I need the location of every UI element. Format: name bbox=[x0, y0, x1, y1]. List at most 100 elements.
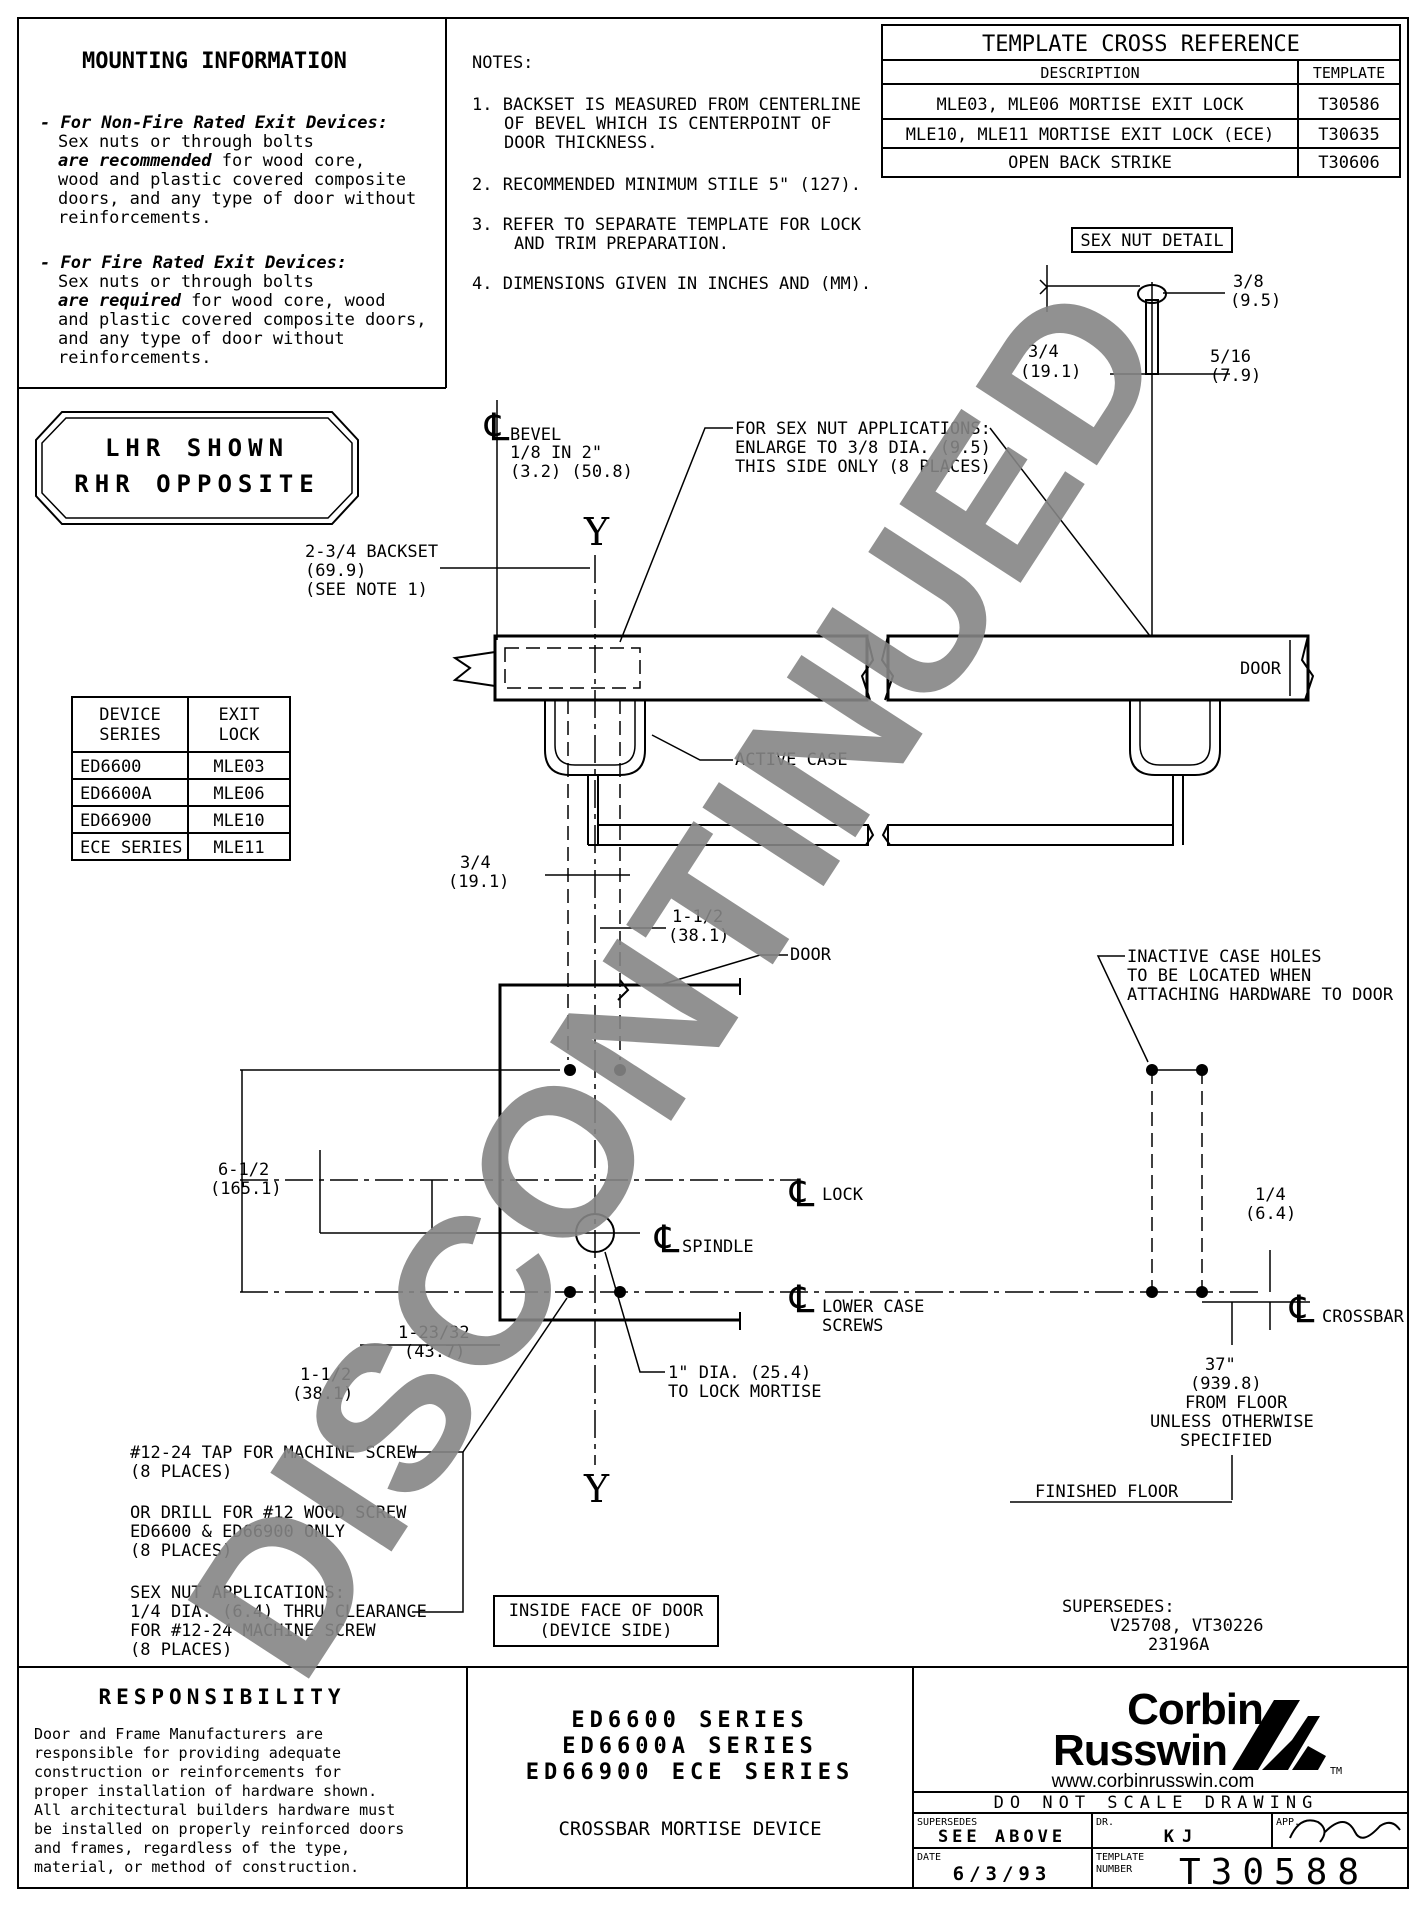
tap-note-line1: #12-24 TAP FOR MACHINE SCREW bbox=[130, 1443, 417, 1463]
note2: 2. RECOMMENDED MINIMUM STILE 5" (127). bbox=[472, 175, 861, 195]
series-cell: MLE03 bbox=[213, 757, 264, 777]
series-cell: ECE SERIES bbox=[80, 838, 182, 858]
cl-lower-label: LOWER CASE bbox=[822, 1297, 924, 1317]
cl-spindle-label: SPINDLE bbox=[682, 1237, 754, 1257]
sna-note-line2: 1/4 DIA. (6.4) THRU CLEARANCE bbox=[130, 1602, 427, 1622]
dim-label: 37" bbox=[1205, 1355, 1236, 1375]
backset-line2: (69.9) bbox=[305, 561, 366, 581]
sexnut-leader-right bbox=[989, 427, 1151, 637]
active-case-label: ACTIVE CASE bbox=[735, 750, 848, 770]
xref-col-template: TEMPLATE bbox=[1313, 64, 1385, 82]
series-title-3: ED66900 ECE SERIES bbox=[526, 1760, 854, 1785]
inactive-leader bbox=[1096, 955, 1149, 1063]
brand-logo: Corbin Russwin TM bbox=[1053, 1685, 1342, 1777]
responsibility-line: construction or reinforcements for bbox=[34, 1763, 341, 1781]
fire-line2: are required for wood core, wood bbox=[58, 291, 386, 311]
active-case bbox=[544, 700, 646, 776]
fire-line5: reinforcements. bbox=[58, 348, 212, 368]
sna-note-line1: SEX NUT APPLICATIONS: bbox=[130, 1583, 345, 1603]
responsibility-line: responsible for providing adequate bbox=[34, 1744, 341, 1762]
inactive-case bbox=[1129, 700, 1221, 776]
inside-face-line2: (DEVICE SIDE) bbox=[539, 1621, 672, 1641]
dim-label: 1-1/2 bbox=[672, 907, 723, 927]
dia-note-line1: 1" DIA. (25.4) bbox=[668, 1363, 811, 1383]
door-break bbox=[880, 635, 895, 701]
floor-note-line3: SPECIFIED bbox=[1180, 1431, 1272, 1451]
logo-stripe bbox=[1262, 1716, 1320, 1770]
series-head-series: SERIES bbox=[99, 725, 160, 745]
dim-label: 3/4 bbox=[460, 853, 491, 873]
brand-url: www.corbinrusswin.com bbox=[1051, 1771, 1255, 1792]
dim-label: 3/8 bbox=[1233, 272, 1264, 292]
device-name: CROSSBAR MORTISE DEVICE bbox=[558, 1818, 821, 1840]
note3-line1: 3. REFER TO SEPARATE TEMPLATE FOR LOCK bbox=[472, 215, 862, 235]
do-not-scale: DO NOT SCALE DRAWING bbox=[994, 1793, 1319, 1813]
note1-line2: OF BEVEL WHICH IS CENTERPOINT OF bbox=[504, 114, 832, 134]
dim-label: (9.5) bbox=[1230, 291, 1281, 311]
sexnut-note-line3: THIS SIDE ONLY (8 PLACES) bbox=[735, 457, 991, 477]
active-case-leader bbox=[651, 734, 733, 761]
trademark: TM bbox=[1330, 1766, 1342, 1777]
sna-note-line4: (8 PLACES) bbox=[130, 1640, 232, 1660]
door-label-2: DOOR bbox=[790, 945, 832, 965]
approved-label: APP. bbox=[1276, 1817, 1300, 1828]
cl-lower-label: SCREWS bbox=[822, 1316, 883, 1336]
nonfire-line4: doors, and any type of door without bbox=[58, 189, 416, 209]
xref-row-desc: MLE03, MLE06 MORTISE EXIT LOCK bbox=[936, 95, 1244, 115]
centerline-symbol: ℄ bbox=[1289, 1287, 1315, 1331]
inside-face-line1: INSIDE FACE OF DOOR bbox=[509, 1601, 704, 1621]
template-number-label: TEMPLATE bbox=[1096, 1852, 1144, 1863]
note1-line1: 1. BACKSET IS MEASURED FROM CENTERLINE bbox=[472, 95, 861, 115]
xref-row-desc: MLE10, MLE11 MORTISE EXIT LOCK (ECE) bbox=[906, 125, 1274, 145]
brand-name-line2: Russwin bbox=[1053, 1726, 1227, 1775]
dim-label: 5/16 bbox=[1210, 347, 1251, 367]
fire-line3: and plastic covered composite doors, bbox=[58, 310, 426, 330]
supersedes-field-label: SUPERSEDES bbox=[917, 1817, 977, 1828]
dim-label: 6-1/2 bbox=[218, 1160, 269, 1180]
series-title-1: ED6600 SERIES bbox=[571, 1708, 808, 1733]
fire-line1: Sex nuts or through bolts bbox=[58, 272, 314, 292]
brand-name-line1: Corbin bbox=[1127, 1685, 1263, 1734]
centerline-symbol: ℄ bbox=[789, 1277, 815, 1321]
xref-row-tmpl: T30606 bbox=[1318, 153, 1379, 173]
series-cell: MLE10 bbox=[213, 811, 264, 831]
screw-hole bbox=[564, 1064, 576, 1076]
drill-note-line2: ED6600 & ED66900 ONLY bbox=[130, 1522, 345, 1542]
drill-note-line1: OR DRILL FOR #12 WOOD SCREW bbox=[130, 1503, 407, 1523]
backset-line3: (SEE NOTE 1) bbox=[305, 580, 428, 600]
finished-floor-label: FINISHED FLOOR bbox=[1035, 1482, 1179, 1502]
dim-label: 1/4 bbox=[1255, 1185, 1286, 1205]
logo-stripe bbox=[1232, 1700, 1300, 1770]
dia-leader bbox=[604, 1251, 665, 1373]
drill-note-line3: (8 PLACES) bbox=[130, 1541, 232, 1561]
centerline-symbol: ℄ bbox=[789, 1171, 815, 1215]
sex-nut-detail-label: SEX NUT DETAIL bbox=[1080, 231, 1223, 251]
date-value: 6/3/93 bbox=[953, 1863, 1052, 1885]
responsibility-line: and frames, regardless of the type, bbox=[34, 1839, 350, 1857]
door-edge-outline bbox=[498, 978, 741, 1330]
approval-signature bbox=[1289, 1819, 1401, 1843]
nonfire-heading: - For Non-Fire Rated Exit Devices: bbox=[40, 113, 388, 133]
y-axis-label-top: Y bbox=[583, 510, 610, 554]
dim-label: (38.1) bbox=[668, 926, 729, 946]
dim-label: 1-1/2 bbox=[300, 1365, 351, 1385]
hand-line2: RHR OPPOSITE bbox=[74, 470, 319, 498]
fire-line4: and any type of door without bbox=[58, 329, 345, 349]
series-cell: MLE06 bbox=[213, 784, 264, 804]
floor-note-line1: FROM FLOOR bbox=[1185, 1393, 1288, 1413]
note1-line3: DOOR THICKNESS. bbox=[504, 133, 658, 153]
y-axis-label-bottom: Y bbox=[583, 1467, 610, 1511]
nonfire-line3: wood and plastic covered composite bbox=[58, 170, 406, 190]
responsibility-line: proper installation of hardware shown. bbox=[34, 1782, 377, 1800]
hand-badge: LHR SHOWN RHR OPPOSITE bbox=[35, 411, 359, 525]
cross-reference-table: TEMPLATE CROSS REFERENCE DESCRIPTION TEM… bbox=[881, 24, 1401, 178]
xref-row-desc: OPEN BACK STRIKE bbox=[1008, 153, 1172, 173]
responsibility-line: be installed on properly reinforced door… bbox=[34, 1820, 404, 1838]
dim-label: 1-23/32 bbox=[398, 1323, 470, 1343]
dim-label: (38.1) bbox=[292, 1384, 353, 1404]
responsibility-line: Door and Frame Manufacturers are bbox=[34, 1725, 323, 1743]
template-number-value: T30588 bbox=[1179, 1852, 1369, 1893]
note3-line2: AND TRIM PREPARATION. bbox=[514, 234, 729, 254]
bevel-line2: 1/8 IN 2" bbox=[510, 443, 602, 463]
inactive-note-line2: TO BE LOCATED WHEN bbox=[1127, 966, 1311, 986]
